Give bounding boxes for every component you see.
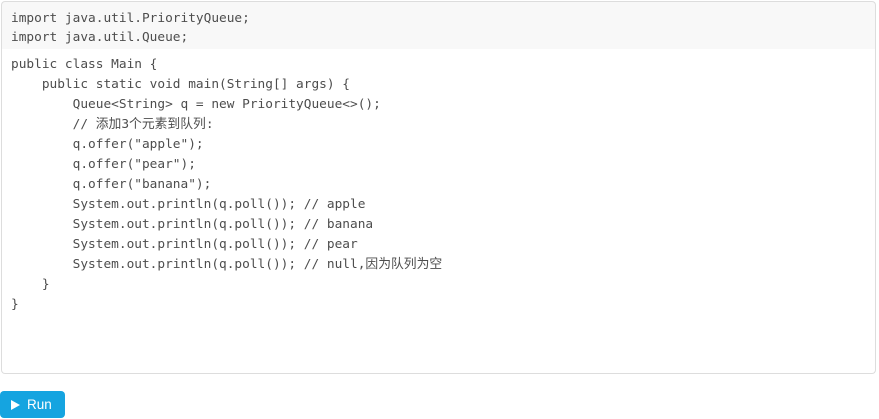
code-line: q.offer("pear");	[11, 157, 196, 172]
run-button[interactable]: Run	[0, 391, 65, 418]
code-line: System.out.println(q.poll()); // pear	[11, 237, 358, 252]
code-line: q.offer("banana");	[11, 177, 212, 192]
code-line: }	[11, 277, 50, 292]
code-line: public class Main {	[11, 57, 158, 72]
code-line: Queue<String> q = new PriorityQueue<>();	[11, 97, 381, 112]
code-line: System.out.println(q.poll()); // banana	[11, 217, 374, 232]
run-toolbar: Run	[0, 390, 879, 419]
code-line: }	[11, 297, 19, 312]
run-button-label: Run	[27, 396, 52, 412]
imports-line: import java.util.Queue;	[11, 30, 189, 45]
code-line: // 添加3个元素到队列:	[11, 117, 214, 132]
code-line: public static void main(String[] args) {	[11, 77, 350, 92]
code-line: q.offer("apple");	[11, 137, 204, 152]
code-line: System.out.println(q.poll()); // null,因为…	[11, 257, 443, 272]
imports-line: import java.util.PriorityQueue;	[11, 11, 250, 26]
code-editor-panel[interactable]: public class Main { public static void m…	[1, 49, 876, 374]
imports-panel[interactable]: import java.util.PriorityQueue; import j…	[1, 1, 876, 54]
play-icon	[11, 399, 20, 410]
code-line: System.out.println(q.poll()); // apple	[11, 197, 366, 212]
